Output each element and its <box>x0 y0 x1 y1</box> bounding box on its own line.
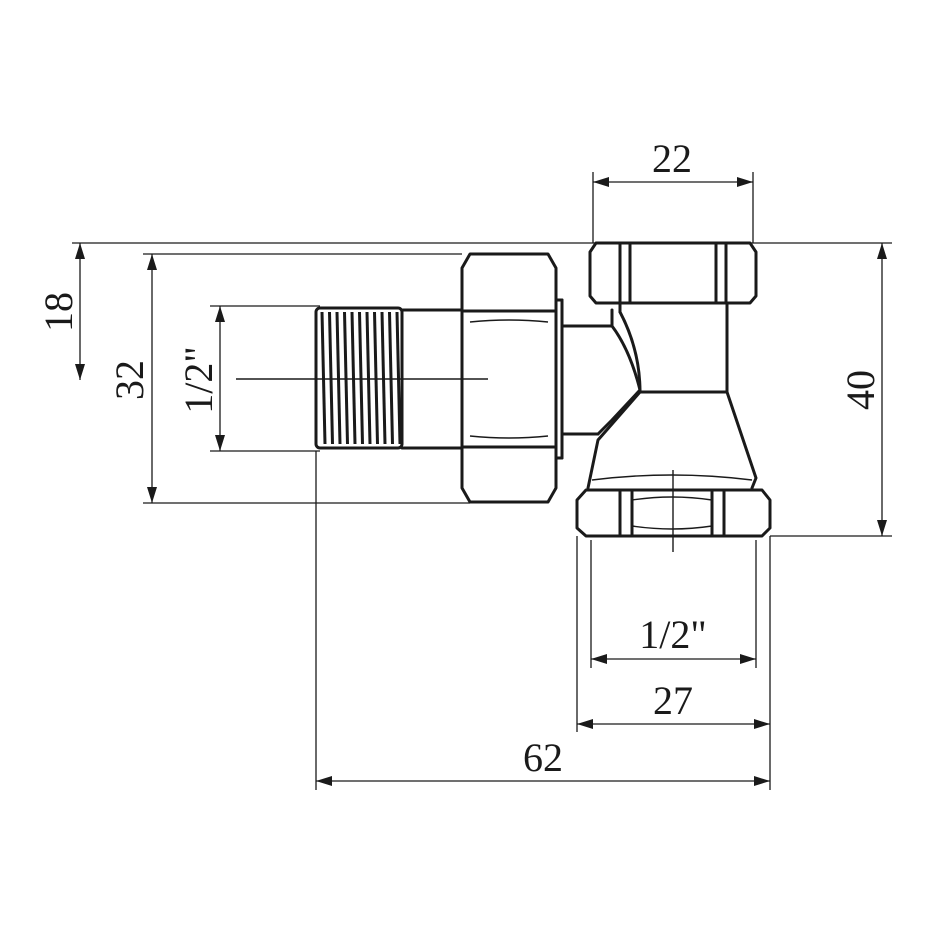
elbow-stub <box>560 324 614 436</box>
thread-ridge <box>335 311 342 445</box>
valve-body <box>236 241 772 552</box>
thread-ridge <box>373 311 379 445</box>
dim-label-inlet-thread-size: 1/2" <box>176 346 221 413</box>
elbow-body <box>596 302 729 436</box>
dim-label-outer-height: 18 <box>36 292 81 332</box>
thread-ridge <box>365 311 372 445</box>
inlet-hex-nut <box>460 252 564 504</box>
thread-ridge <box>320 311 327 445</box>
inlet-thread <box>314 306 404 450</box>
outlet-cone <box>586 390 758 490</box>
top-cap-nut <box>588 241 758 305</box>
thread-ridge <box>395 311 402 445</box>
dim-label-outlet-nut-width: 27 <box>653 678 693 723</box>
thread-ridge <box>358 311 364 445</box>
thread-ridge <box>343 311 349 445</box>
thread-ridge <box>388 311 394 445</box>
extension-lines <box>72 172 892 790</box>
thread-ridge <box>350 311 357 445</box>
dim-label-overall-height: 40 <box>838 370 883 410</box>
inlet-pipe <box>400 308 464 450</box>
dimension-lines <box>75 177 887 786</box>
outlet-hex-nut <box>575 488 772 538</box>
thread-ridge <box>380 311 387 445</box>
dim-label-overall-length: 62 <box>523 735 563 780</box>
dim-label-outlet-thread-size: 1/2" <box>639 612 706 657</box>
dim-label-top-nut-width: 22 <box>652 136 692 181</box>
dim-label-inlet-nut-height: 32 <box>107 360 152 400</box>
thread-ridge <box>328 311 334 445</box>
